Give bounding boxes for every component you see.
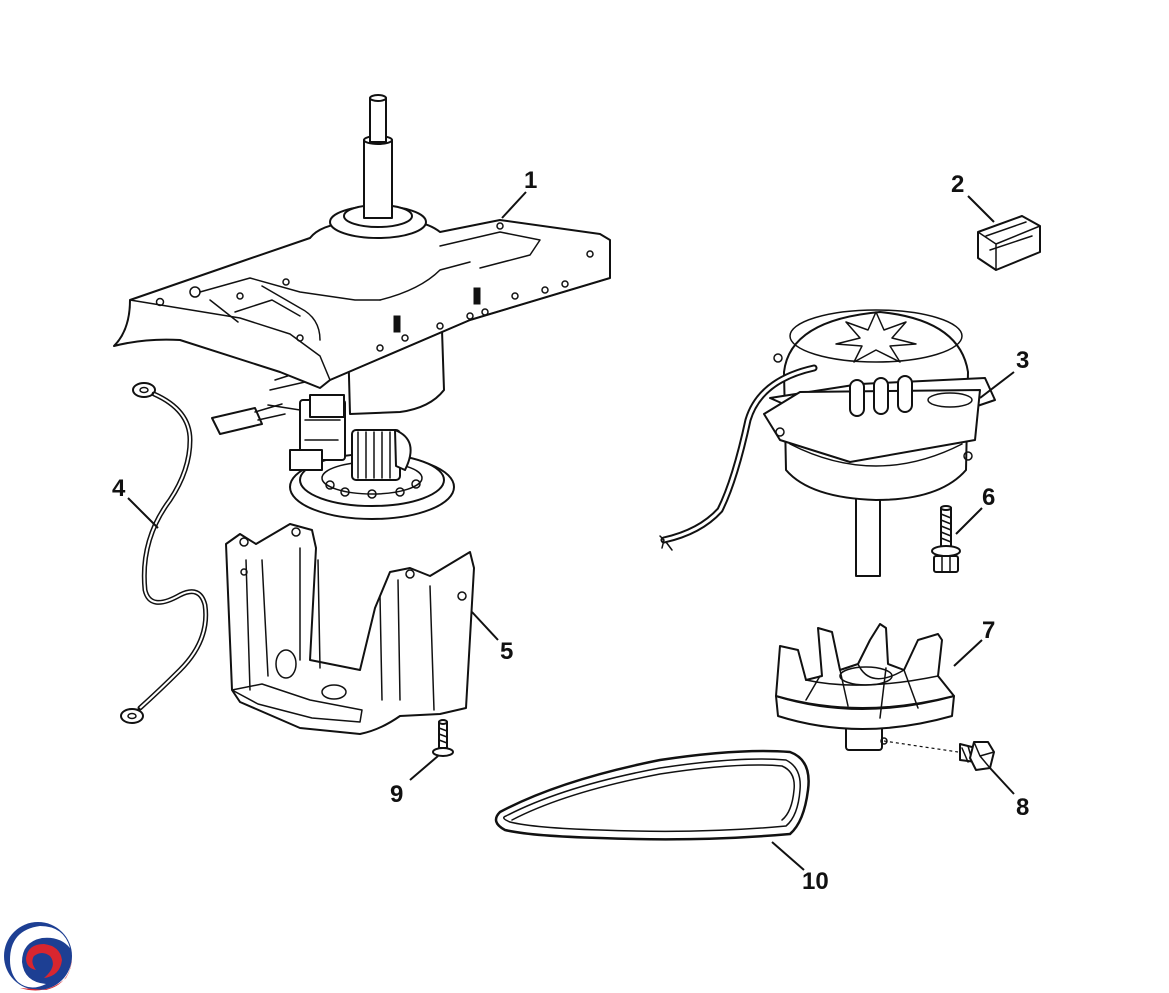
- callout-2: 2: [951, 171, 965, 198]
- part-7-fan-pulley: [775, 623, 955, 751]
- part-8-hex-screw: [883, 740, 995, 771]
- part-6-bolt-washer-nut: [931, 505, 961, 573]
- callout-10: 10: [802, 868, 829, 895]
- callout-1: 1: [524, 167, 538, 194]
- callout-6: 6: [982, 484, 996, 511]
- leader-4: [127, 497, 159, 529]
- part-1-transmission: [113, 94, 611, 520]
- callout-7: 7: [982, 617, 996, 644]
- part-4-ground-wire: [120, 382, 209, 724]
- part-9-screw: [432, 719, 454, 757]
- part-5-bracket: [225, 523, 475, 735]
- callout-4: 4: [112, 475, 126, 502]
- leader-5: [471, 611, 499, 641]
- leader-7: [953, 639, 983, 667]
- leader-lines: [127, 191, 1015, 871]
- callout-9: 9: [390, 781, 404, 808]
- callout-5: 5: [500, 638, 514, 665]
- leader-6: [955, 507, 983, 535]
- leader-8: [989, 767, 1015, 795]
- callout-8: 8: [1016, 794, 1030, 821]
- leader-2: [967, 195, 995, 223]
- brand-logo-swirl-icon: [4, 922, 72, 991]
- leader-3: [979, 371, 1015, 399]
- part-10-belt: [494, 749, 810, 841]
- callout-3: 3: [1016, 347, 1030, 374]
- leader-1: [501, 191, 527, 219]
- leader-9: [409, 755, 439, 781]
- part-3-motor: [659, 309, 996, 577]
- part-2-block: [977, 215, 1041, 271]
- leader-10: [771, 841, 805, 871]
